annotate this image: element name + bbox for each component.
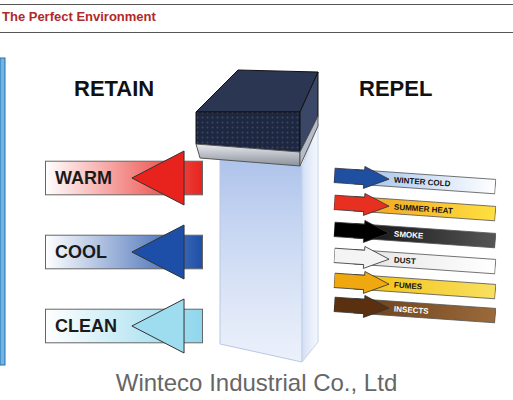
frame-line — [0, 4, 513, 5]
repel-arrow: FUMES — [333, 268, 496, 303]
section-heading: RETAIN — [74, 76, 154, 102]
arrow-label: DUST — [394, 255, 416, 265]
repel-arrow: DUST — [333, 243, 496, 278]
retain-arrow: WARM — [45, 150, 203, 206]
air-stream — [302, 124, 318, 362]
arrow-head — [333, 293, 389, 319]
section-heading: REPEL — [359, 76, 432, 102]
arrow-head — [333, 218, 389, 244]
arrow-head — [333, 269, 389, 295]
arrow-label: SMOKE — [394, 229, 424, 240]
arrow-head — [132, 151, 184, 205]
arrow-head — [132, 299, 184, 353]
arrow-label: FUMES — [394, 280, 423, 291]
unit-outlet — [300, 116, 318, 166]
repel-arrow: SUMMER HEAT — [333, 190, 496, 225]
arrow-head — [132, 225, 184, 279]
repel-arrow: INSECTS — [333, 292, 496, 327]
unit-top — [196, 70, 318, 112]
caption: Winteco Industrial Co., Ltd — [0, 369, 513, 397]
page-title: The Perfect Environment — [2, 9, 156, 24]
side-strip — [0, 58, 5, 365]
frame-line — [0, 32, 513, 33]
air-stream — [220, 158, 302, 362]
repel-arrow: SMOKE — [333, 217, 496, 252]
retain-arrow: CLEAN — [45, 298, 203, 354]
unit-outlet — [196, 144, 300, 166]
arrow-head — [333, 244, 389, 270]
arrow-label: CLEAN — [55, 316, 117, 337]
arrow-head — [333, 164, 389, 190]
repel-arrow: WINTER COLD — [333, 163, 496, 198]
retain-arrow: COOL — [45, 224, 203, 280]
arrow-label: WARM — [55, 168, 112, 189]
arrow-head — [333, 191, 389, 217]
arrow-label: COOL — [55, 242, 107, 263]
